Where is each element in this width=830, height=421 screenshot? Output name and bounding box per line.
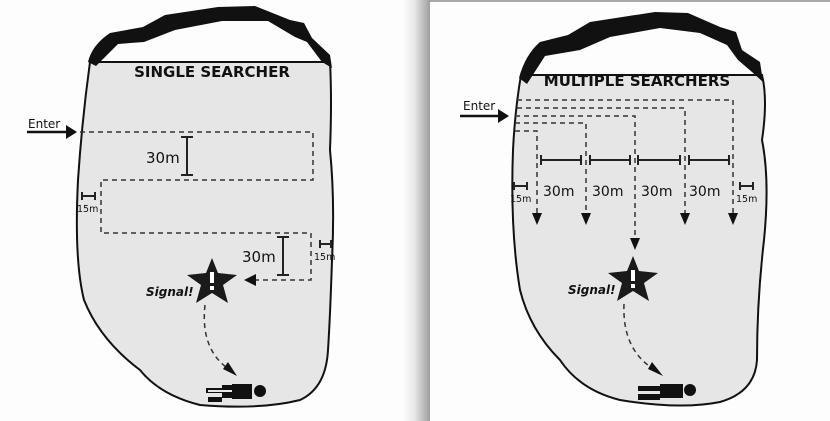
searcher-path-3: [515, 115, 636, 240]
lane-spacing-ruler: [181, 136, 193, 176]
area-top-edge: [88, 6, 332, 68]
edge-spacing-ruler: [739, 182, 754, 190]
lane-spacing-label: 30m: [543, 184, 574, 200]
lane-spacing-label: 30m: [689, 184, 720, 200]
edge-spacing-label: 15m: [736, 194, 757, 205]
signal-to-target-path: [203, 304, 231, 371]
search-area: [511, 74, 768, 407]
panel-title: SINGLE SEARCHER: [134, 63, 290, 81]
signal-star-icon: [608, 256, 658, 301]
panel-divider: [404, 0, 430, 421]
multiple-searchers-panel: MULTIPLE SEARCHERS Enter: [430, 0, 830, 421]
target-arrowhead-icon: [648, 362, 663, 376]
area-top-edge: [519, 12, 763, 84]
searcher-path-5: [517, 99, 734, 215]
lane-spacing-label: 30m: [592, 184, 623, 200]
lane-spacing-label: 30m: [641, 184, 672, 200]
signal-label: Signal!: [568, 283, 616, 297]
edge-spacing-ruler: [319, 240, 332, 248]
person-lying-icon: [206, 384, 266, 402]
person-lying-icon: [638, 384, 696, 400]
lane-spacing-label: 30m: [242, 248, 276, 266]
enter-label: Enter: [463, 99, 495, 113]
enter-arrow-icon: [27, 125, 77, 139]
target-arrowhead-icon: [223, 362, 237, 376]
searcher-path-1: [515, 130, 538, 215]
path-arrowheads-icon: [532, 213, 738, 250]
searcher-path-4: [517, 107, 686, 215]
edge-spacing-label: 15m: [314, 252, 335, 263]
lane-spacing-ruler: [277, 236, 289, 276]
path-arrowhead-icon: [244, 274, 256, 286]
edge-spacing-ruler: [513, 182, 528, 190]
lane-spacing-rulers: [540, 155, 730, 165]
enter-label: Enter: [28, 117, 60, 131]
signal-to-target-path: [623, 303, 656, 371]
panel-title: MULTIPLE SEARCHERS: [544, 72, 730, 90]
single-searcher-panel: SINGLE SEARCHER Enter 30m 15m: [0, 0, 410, 421]
search-area: [75, 61, 335, 408]
enter-arrow-icon: [460, 109, 509, 123]
multiple-searchers-diagram: MULTIPLE SEARCHERS Enter: [460, 12, 768, 407]
edge-spacing-ruler: [81, 192, 96, 200]
lane-spacing-label: 30m: [146, 149, 180, 167]
signal-star-icon: [187, 258, 237, 303]
edge-spacing-label: 15m: [510, 194, 531, 205]
signal-label: Signal!: [146, 285, 194, 299]
single-searcher-diagram: SINGLE SEARCHER Enter 30m 15m: [27, 6, 335, 408]
search-path: [80, 131, 314, 281]
edge-spacing-label: 15m: [77, 204, 98, 215]
